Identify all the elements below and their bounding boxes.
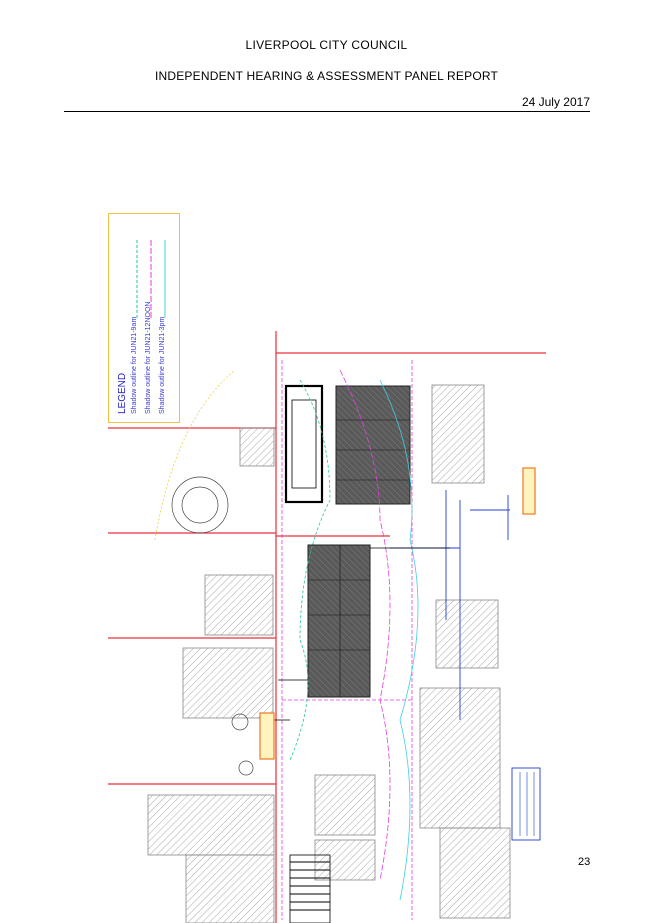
shadow-outlines bbox=[289, 369, 419, 901]
report-date: 24 July 2017 bbox=[521, 95, 590, 109]
proposed-buildings bbox=[307, 385, 411, 698]
schedule-table bbox=[511, 767, 541, 841]
legend-title: LEGEND bbox=[117, 372, 128, 414]
legend-item-3pm: Shadow outline for JUN21-3pm bbox=[159, 316, 166, 414]
existing-building-outline bbox=[284, 384, 324, 504]
header-rule bbox=[64, 111, 590, 112]
legend-item-noon: Shadow outline for JUN21-12NOON bbox=[145, 301, 152, 414]
legend-box bbox=[108, 213, 180, 423]
legend-item-9am: Shadow outline for JUN21-9am bbox=[131, 316, 138, 414]
trees bbox=[171, 476, 254, 776]
property-boundaries bbox=[108, 331, 546, 923]
council-title: LIVERPOOL CITY COUNCIL bbox=[245, 38, 408, 52]
site-outline bbox=[281, 360, 413, 920]
stairs bbox=[290, 861, 330, 911]
page-number: 23 bbox=[578, 856, 591, 868]
sun-arc bbox=[154, 369, 236, 541]
neighbour-buildings bbox=[147, 384, 511, 923]
orange-marker-2 bbox=[259, 712, 275, 760]
report-title: INDEPENDENT HEARING & ASSESSMENT PANEL R… bbox=[154, 69, 499, 83]
orange-marker-1 bbox=[522, 467, 536, 515]
